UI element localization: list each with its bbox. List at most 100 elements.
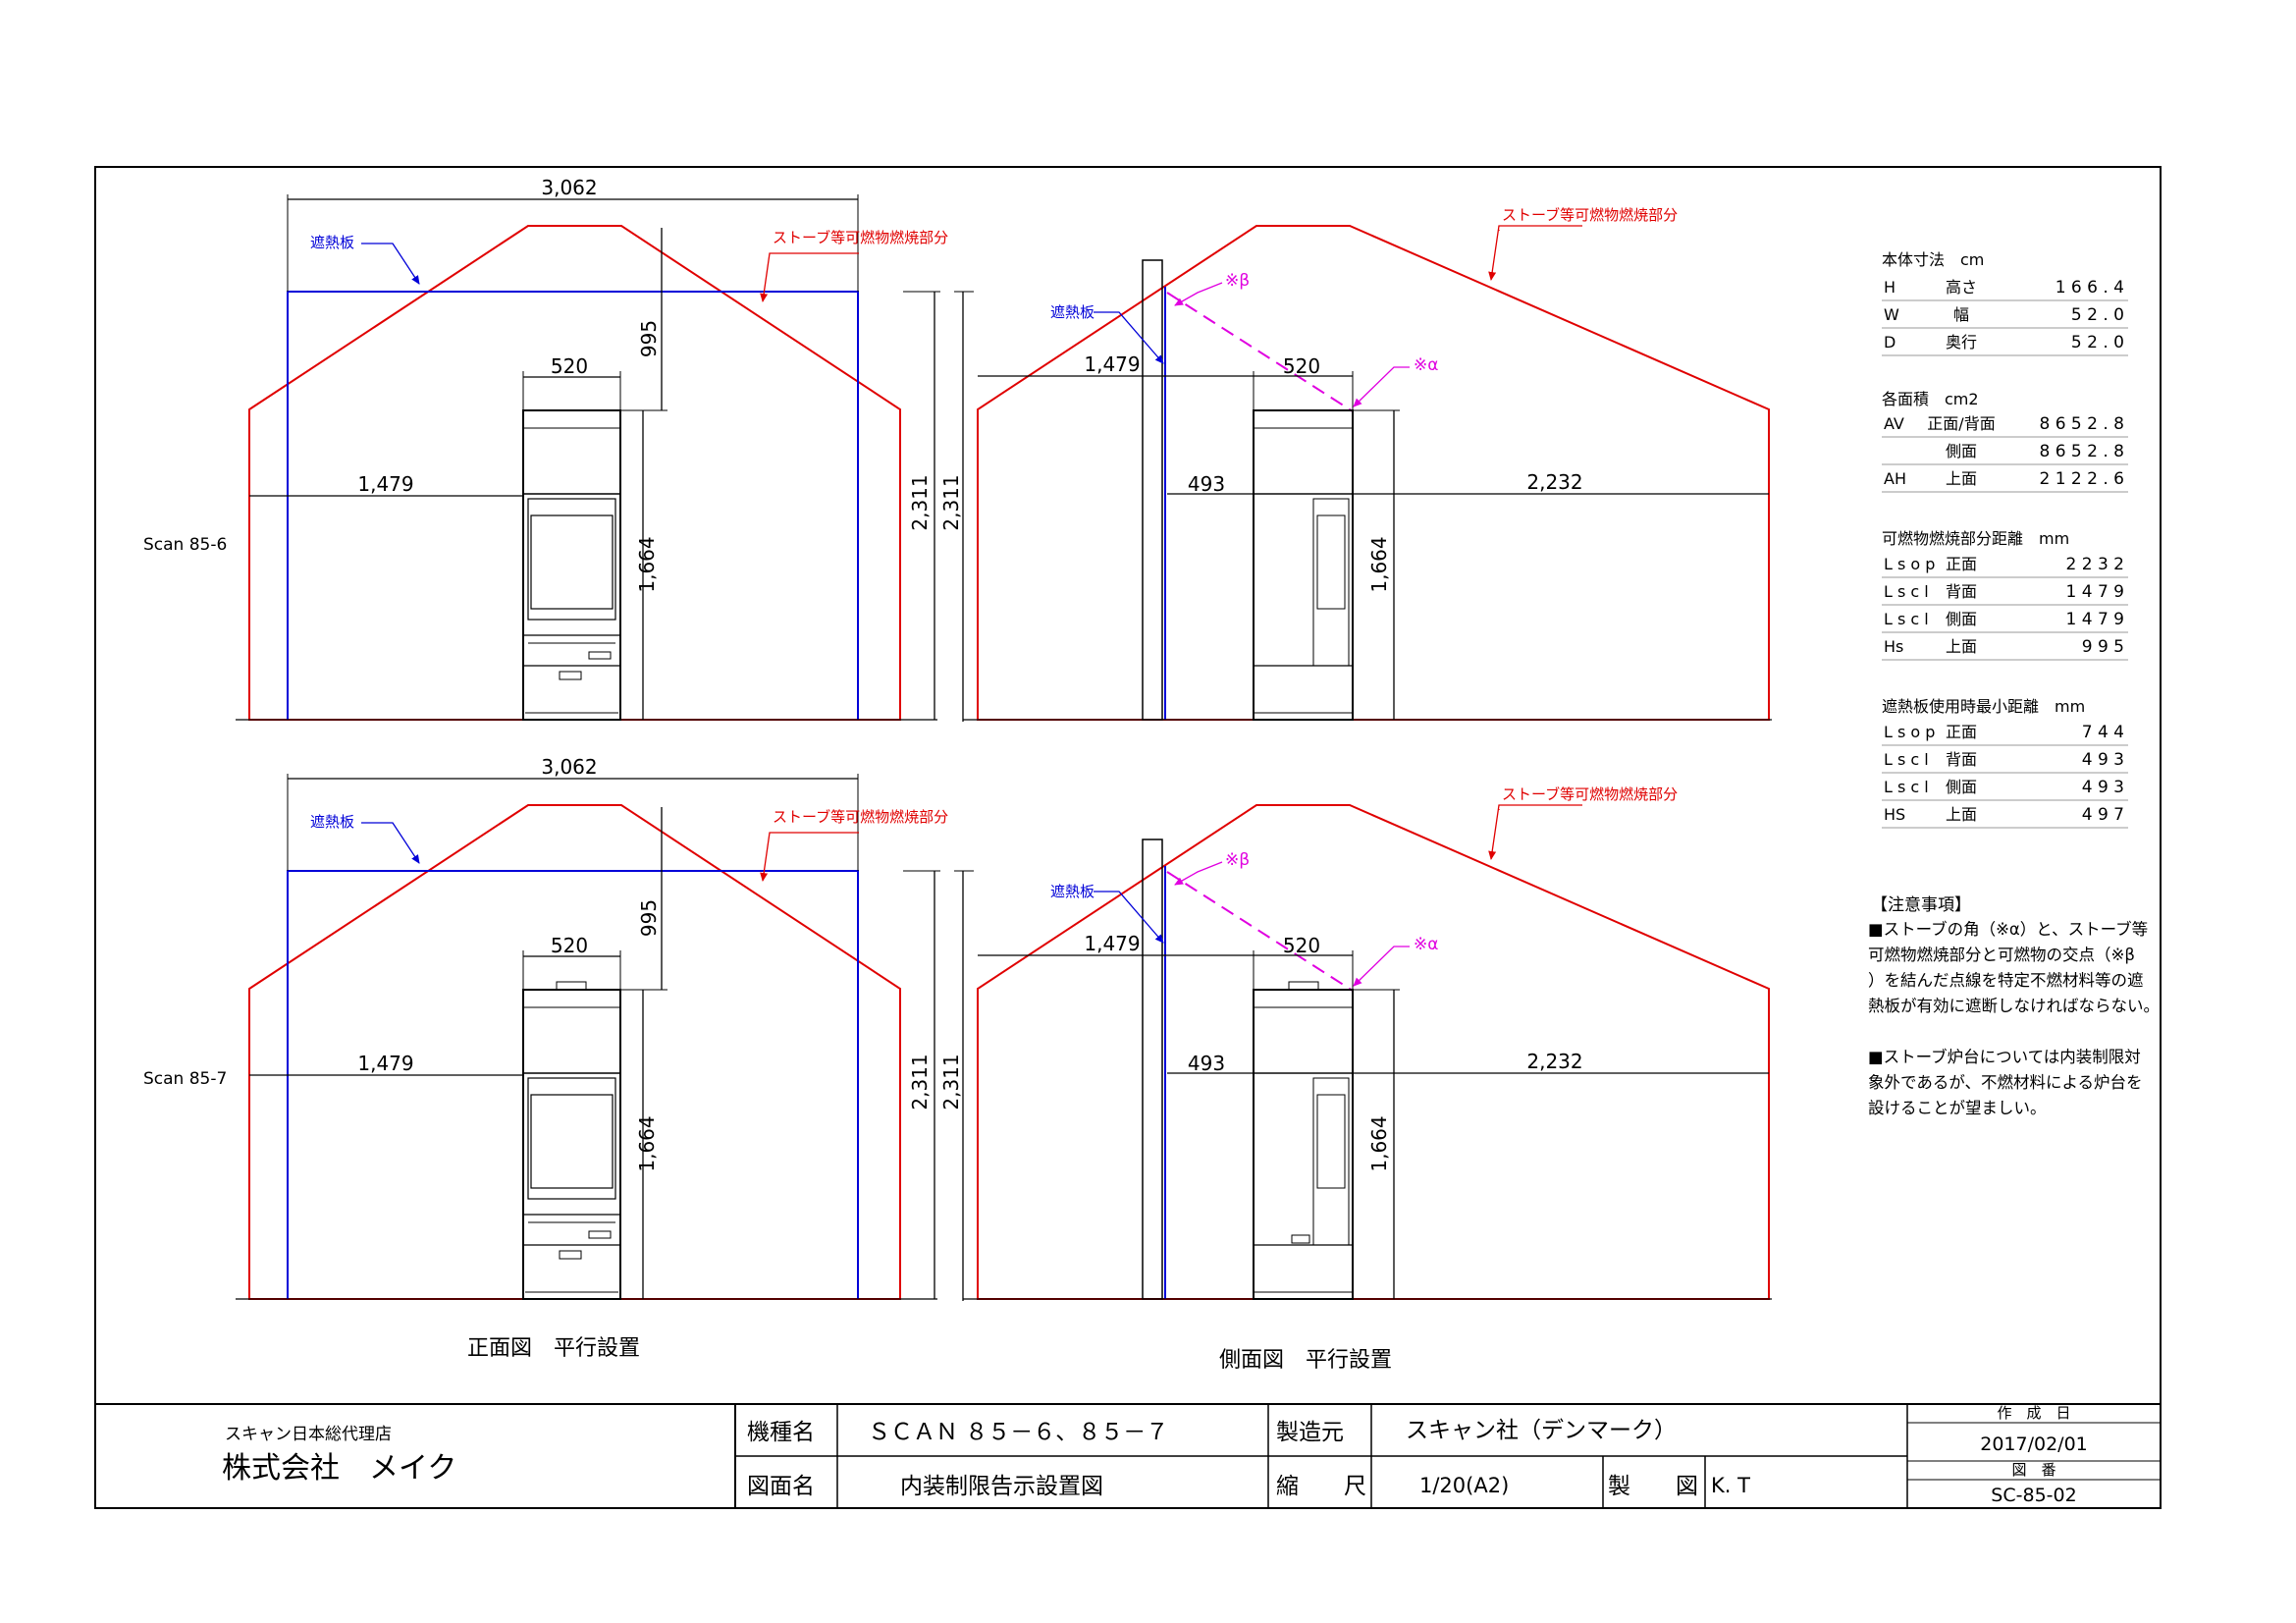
spec-name: 正面: [1946, 555, 1977, 573]
label-combustible: ストーブ等可燃物燃焼部分: [773, 229, 948, 246]
dim-shield-gap: 493: [1188, 1052, 1225, 1075]
dim-stove-width: 520: [551, 934, 588, 957]
spec-name: 背面: [1946, 750, 1977, 769]
body-dims-title: 本体寸法 cm: [1882, 250, 1984, 269]
spec-value: 8 6 5 2 . 8: [2039, 442, 2124, 461]
dim-stove-height: 1,664: [635, 1115, 659, 1171]
dim-side-clearance: 1,479: [357, 1052, 413, 1075]
mark-alpha: ※α: [1414, 355, 1438, 375]
spec-code: H: [1884, 278, 1896, 297]
maker-value: スキャン社（デンマーク）: [1406, 1418, 1677, 1443]
spec-value: 9 9 5: [2082, 637, 2124, 657]
company-subtitle: スキャン日本総代理店: [225, 1425, 392, 1444]
side-view-caption: 側面図 平行設置: [1219, 1348, 1392, 1373]
note-line: ■ストーブの角（※α）と、ストーブ等: [1868, 919, 2148, 939]
dim-side-clearance: 1,479: [357, 472, 413, 496]
dim-front-clearance: 2,232: [1526, 1050, 1582, 1073]
spec-value: 5 2 . 0: [2071, 333, 2124, 352]
spec-name: 上面: [1946, 469, 1977, 488]
front-view-85-7: 3,062 520 995 1,664 2,311 1,479 遮熱板 ストーブ…: [236, 755, 948, 1299]
mark-beta: ※β: [1225, 271, 1250, 291]
title-block: スキャン日本総代理店 株式会社 メイク 機種名 ＳＣＡＮ ８５－６、８５－７ 製…: [95, 1403, 2161, 1508]
maker-label: 製造元: [1276, 1420, 1344, 1445]
note-line: ）を結んだ点線を特定不燃材料等の遮: [1868, 971, 2144, 990]
dim-shield-gap: 493: [1188, 472, 1225, 496]
spec-value: 4 9 7: [2082, 805, 2124, 825]
note-line: 可燃物燃焼部分と可燃物の交点（※β: [1868, 946, 2135, 964]
dim-side-clearance: 1,479: [1084, 352, 1140, 376]
spec-name: 側面: [1946, 778, 1977, 796]
spec-code: L s o p: [1884, 723, 1935, 741]
number-value: SC-85-02: [1991, 1485, 2076, 1506]
sheet-border: [94, 166, 2162, 1509]
dim-height-total: 2,311: [939, 1054, 963, 1109]
spec-value: 1 4 7 9: [2066, 610, 2124, 629]
dim-stove-height: 1,664: [635, 536, 659, 592]
spec-name: 正面: [1946, 723, 1977, 741]
spec-name: 側面: [1946, 442, 1977, 460]
label-combustible: ストーブ等可燃物燃焼部分: [1502, 785, 1678, 803]
spec-value: 4 9 3: [2082, 778, 2124, 797]
spec-code: HS: [1884, 805, 1905, 824]
drawing-name-label: 図面名: [747, 1474, 815, 1499]
date-label: 作 成 日: [1997, 1404, 2070, 1422]
drafter-label: 製 図: [1608, 1474, 1698, 1499]
dim-height-above: 995: [637, 320, 661, 357]
spec-value: 8 6 5 2 . 8: [2039, 414, 2124, 434]
spec-value: 1 6 6 . 4: [2056, 278, 2124, 298]
label-shield: 遮熱板: [1050, 303, 1095, 321]
spec-name: 高さ: [1946, 278, 1977, 297]
spec-name: 幅: [1953, 305, 1969, 324]
spec-name: 上面: [1946, 805, 1977, 824]
company-name: 株式会社 メイク: [222, 1451, 456, 1486]
row-label-85-6: Scan 85-6: [143, 535, 227, 555]
spec-code: L s c l: [1884, 610, 1929, 628]
spec-code: Hs: [1884, 637, 1903, 656]
spec-value: 1 4 7 9: [2066, 582, 2124, 602]
dim-stove-height: 1,664: [1367, 536, 1391, 592]
side-view-85-6: 1,479 520 493 2,232 2,311 1,664 遮熱板 ストーブ…: [939, 206, 1772, 722]
number-label: 図 番: [2011, 1461, 2056, 1479]
scale-label: 縮 尺: [1276, 1474, 1366, 1499]
dim-front-clearance: 2,232: [1526, 470, 1582, 494]
spec-code: AV: [1884, 414, 1904, 433]
spec-name: 正面/背面: [1927, 414, 1995, 433]
spec-value: 2 1 2 2 . 6: [2039, 469, 2124, 489]
spec-code: L s c l: [1884, 750, 1929, 769]
dim-stove-width: 520: [1283, 354, 1320, 378]
model-label: 機種名: [747, 1420, 815, 1445]
label-shield: 遮熱板: [1050, 883, 1095, 900]
scale-value: 1/20(A2): [1419, 1474, 1509, 1497]
note-line: 象外であるが、不燃材料による炉台を: [1868, 1073, 2143, 1092]
dim-side-clearance: 1,479: [1084, 932, 1140, 955]
dim-stove-width: 520: [1283, 934, 1320, 957]
dim-height-total: 2,311: [908, 474, 932, 530]
label-combustible: ストーブ等可燃物燃焼部分: [773, 808, 948, 826]
note-line: 設けることが望ましい。: [1868, 1099, 2047, 1117]
dim-stove-width: 520: [551, 354, 588, 378]
spec-code: L s c l: [1884, 582, 1929, 601]
model-value: ＳＣＡＮ ８５－６、８５－７: [868, 1420, 1168, 1445]
spec-name: 上面: [1946, 637, 1977, 656]
side-view-85-7: 1,479 520 493 2,232 2,311 1,664 遮熱板 ストーブ…: [939, 785, 1772, 1301]
front-view-caption: 正面図 平行設置: [467, 1336, 640, 1361]
shield-distance-title: 遮熱板使用時最小距離 mm: [1882, 697, 2085, 716]
label-shield: 遮熱板: [310, 813, 354, 831]
row-label-85-7: Scan 85-7: [143, 1069, 227, 1089]
spec-code: L s o p: [1884, 555, 1935, 573]
front-view-85-6: 3,062 520 995 1,664 2,311 1,479 遮熱板 ストーブ…: [236, 176, 948, 720]
drawing-name-value: 内装制限告示設置図: [900, 1474, 1103, 1499]
spec-code: D: [1884, 333, 1896, 352]
dim-width-total: 3,062: [541, 755, 597, 779]
spec-code: W: [1884, 305, 1899, 324]
date-value: 2017/02/01: [1980, 1434, 2088, 1455]
dim-stove-height: 1,664: [1367, 1115, 1391, 1171]
dim-height-above: 995: [637, 899, 661, 937]
spec-value: 7 4 4: [2082, 723, 2124, 742]
spec-value: 4 9 3: [2082, 750, 2124, 770]
spec-code: L s c l: [1884, 778, 1929, 796]
spec-value: 5 2 . 0: [2071, 305, 2124, 325]
dim-height-total: 2,311: [908, 1054, 932, 1109]
